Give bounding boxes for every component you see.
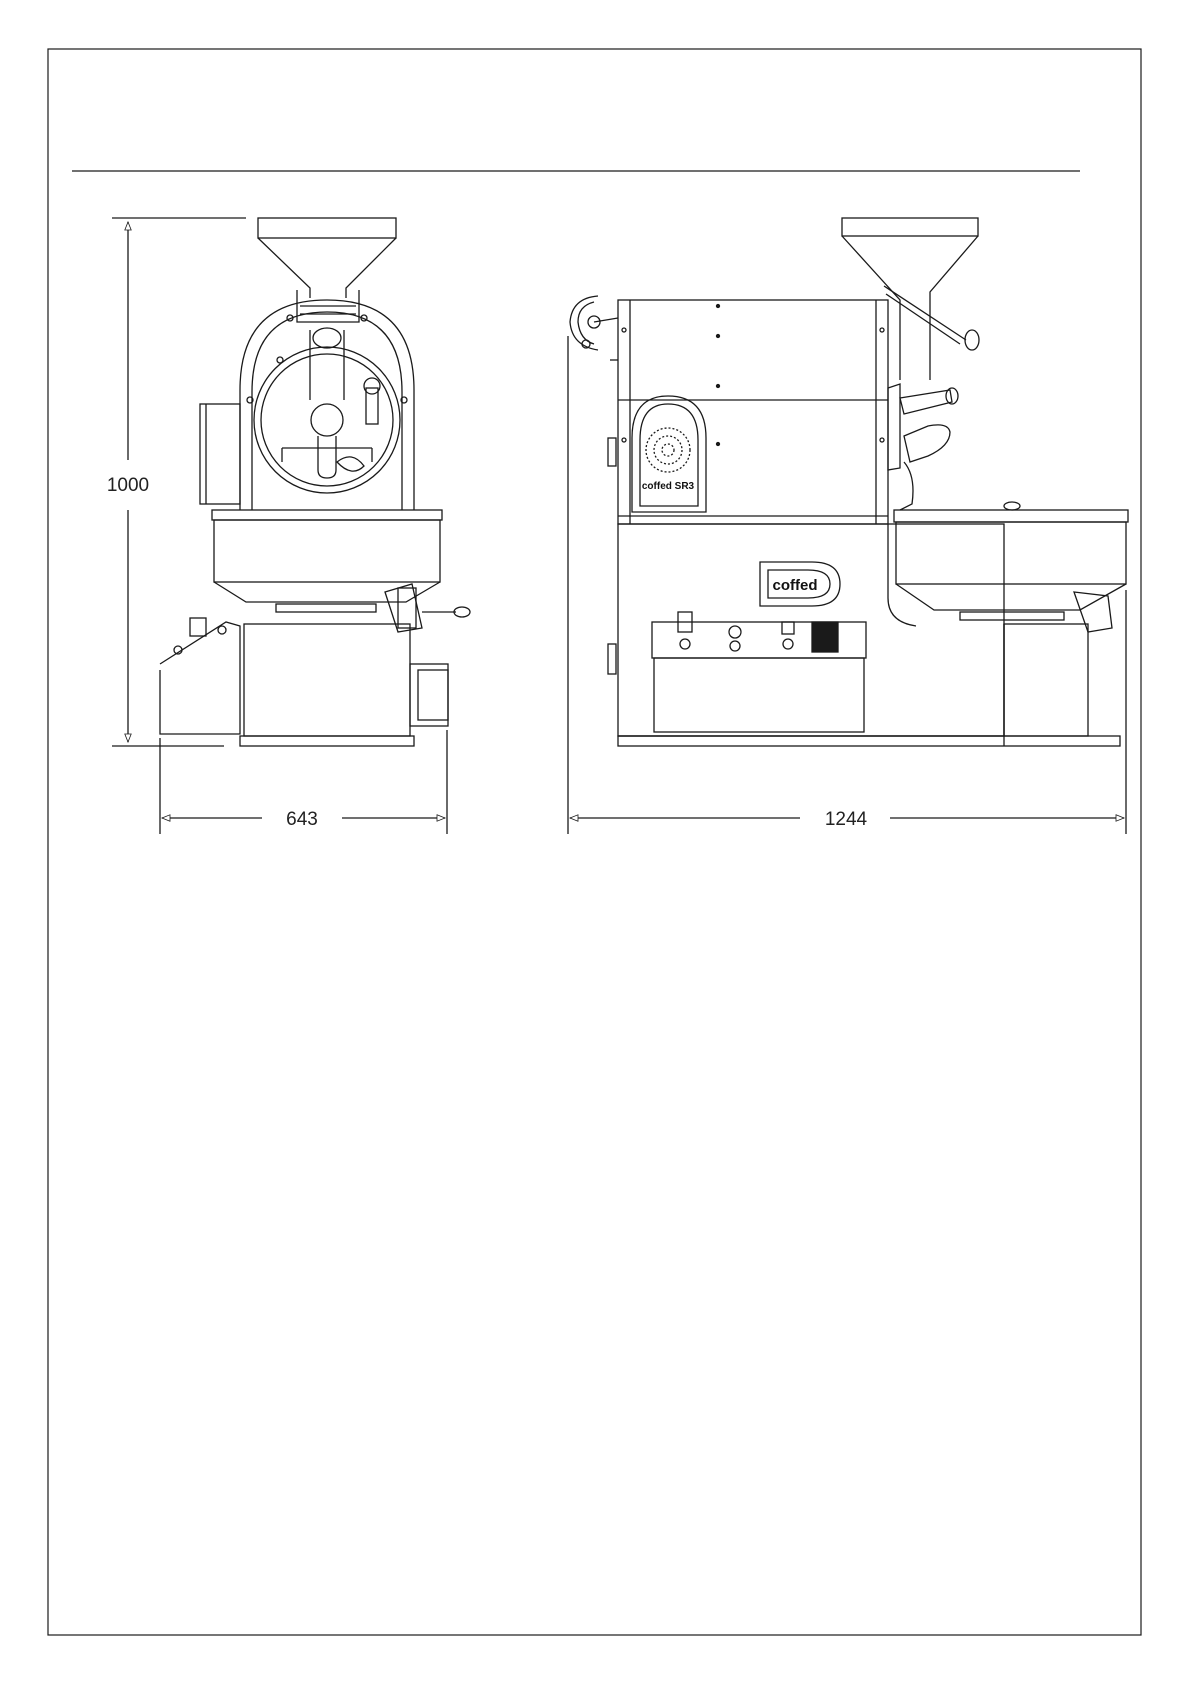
control-knob-3: [782, 622, 794, 634]
dim-front-width-label: 643: [286, 809, 318, 830]
front-cooling-tray: [214, 520, 440, 582]
front-base-cabinet: [244, 624, 410, 736]
side-cooling-tray-rim: [894, 510, 1128, 522]
side-hopper-funnel: [842, 236, 978, 380]
page-border: [48, 49, 1141, 1635]
control-display: [812, 622, 838, 652]
side-view: coffed SR3 coffed: [570, 218, 1128, 746]
side-lower-cabinet: [618, 524, 1004, 736]
front-hopper-funnel: [258, 238, 396, 298]
dim-side-width-label: 1244: [825, 809, 868, 830]
control-knob-2: [729, 626, 741, 638]
panel-badge-logo: coffed: [773, 577, 818, 594]
front-view: [160, 218, 470, 746]
side-width-dimension: 1244: [568, 336, 1126, 834]
front-hopper-rim: [258, 218, 396, 238]
dim-height-label: 1000: [107, 475, 149, 496]
side-hopper-rim: [842, 218, 978, 236]
side-vent-grille: [646, 428, 690, 472]
drum-badge-logo: coffed SR3: [642, 481, 695, 492]
front-control-pod: [160, 622, 240, 734]
front-drum-hub: [311, 404, 343, 436]
side-drum-badge-panel: [632, 396, 706, 512]
front-cooling-tray-rim: [212, 510, 442, 520]
side-cooling-tray: [896, 522, 1126, 584]
side-thermo-dial: [570, 296, 598, 350]
height-dimension: 1000: [107, 218, 246, 746]
